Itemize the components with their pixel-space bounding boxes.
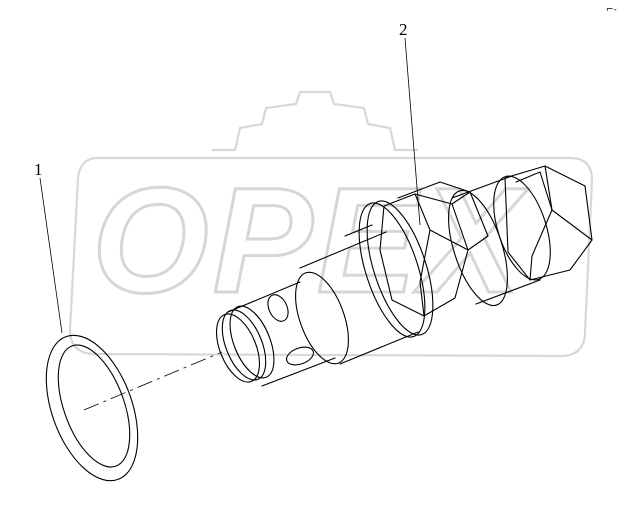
watermark-text: OPEX (92, 156, 529, 324)
part-1-washer (45, 334, 139, 482)
callout-label-1: 1 (34, 160, 43, 179)
leader-line-1 (39, 177, 63, 334)
part-2-valve-assembly (215, 165, 593, 387)
corner-mark: ⌐- (606, 5, 617, 15)
center-line (83, 351, 223, 411)
leader-line-2 (404, 37, 421, 226)
watermark-logo: OPEX (68, 90, 594, 358)
callout-label-2: 2 (399, 20, 408, 39)
